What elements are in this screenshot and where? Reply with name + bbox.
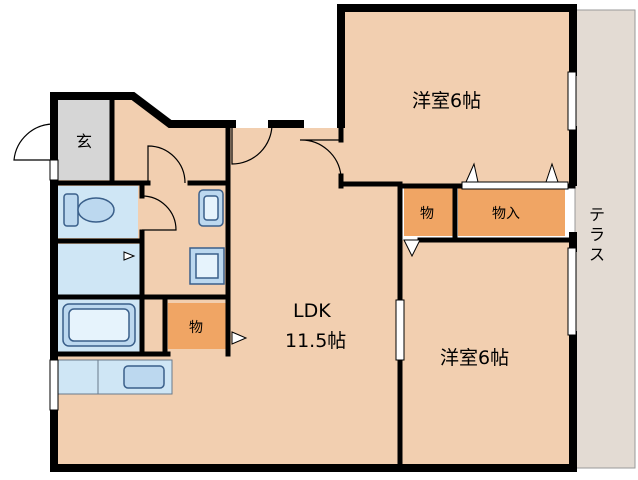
door-swings <box>13 123 342 231</box>
storage-small-right-floor <box>404 188 454 236</box>
windows <box>49 71 577 411</box>
room-label-storage-closet: 物入 <box>492 206 520 222</box>
room-label-ldk-size: 11.5帖 <box>285 330 347 352</box>
bathtub-icon <box>62 303 136 347</box>
storage-closet-floor <box>458 188 565 236</box>
door-markers <box>123 162 559 345</box>
washroom-area <box>58 244 142 296</box>
room-label-western-bottom: 洋室6帖 <box>440 347 510 369</box>
entrance-floor <box>58 100 112 180</box>
room-western-top-floor <box>345 12 573 184</box>
window-frame-entrance <box>49 159 59 181</box>
room-label-terrace: テラス <box>588 205 605 264</box>
walls <box>50 4 577 472</box>
kitchen-sink-icon <box>123 365 165 389</box>
terrace-area <box>574 9 636 469</box>
room-label-ldk-name: LDK <box>293 300 331 322</box>
room-western-bottom-floor <box>400 240 573 466</box>
room-label-entrance: 玄 <box>76 132 93 151</box>
sink-icon <box>198 189 224 227</box>
toilet-icon <box>63 193 115 227</box>
washbasin-icon <box>189 247 225 285</box>
room-label-western-top: 洋室6帖 <box>412 90 482 112</box>
room-label-storage-small: 物 <box>420 206 434 222</box>
storage-ldk-floor <box>168 303 228 349</box>
room-label-storage-ldk: 物 <box>189 320 203 336</box>
interior-walls <box>55 97 576 469</box>
